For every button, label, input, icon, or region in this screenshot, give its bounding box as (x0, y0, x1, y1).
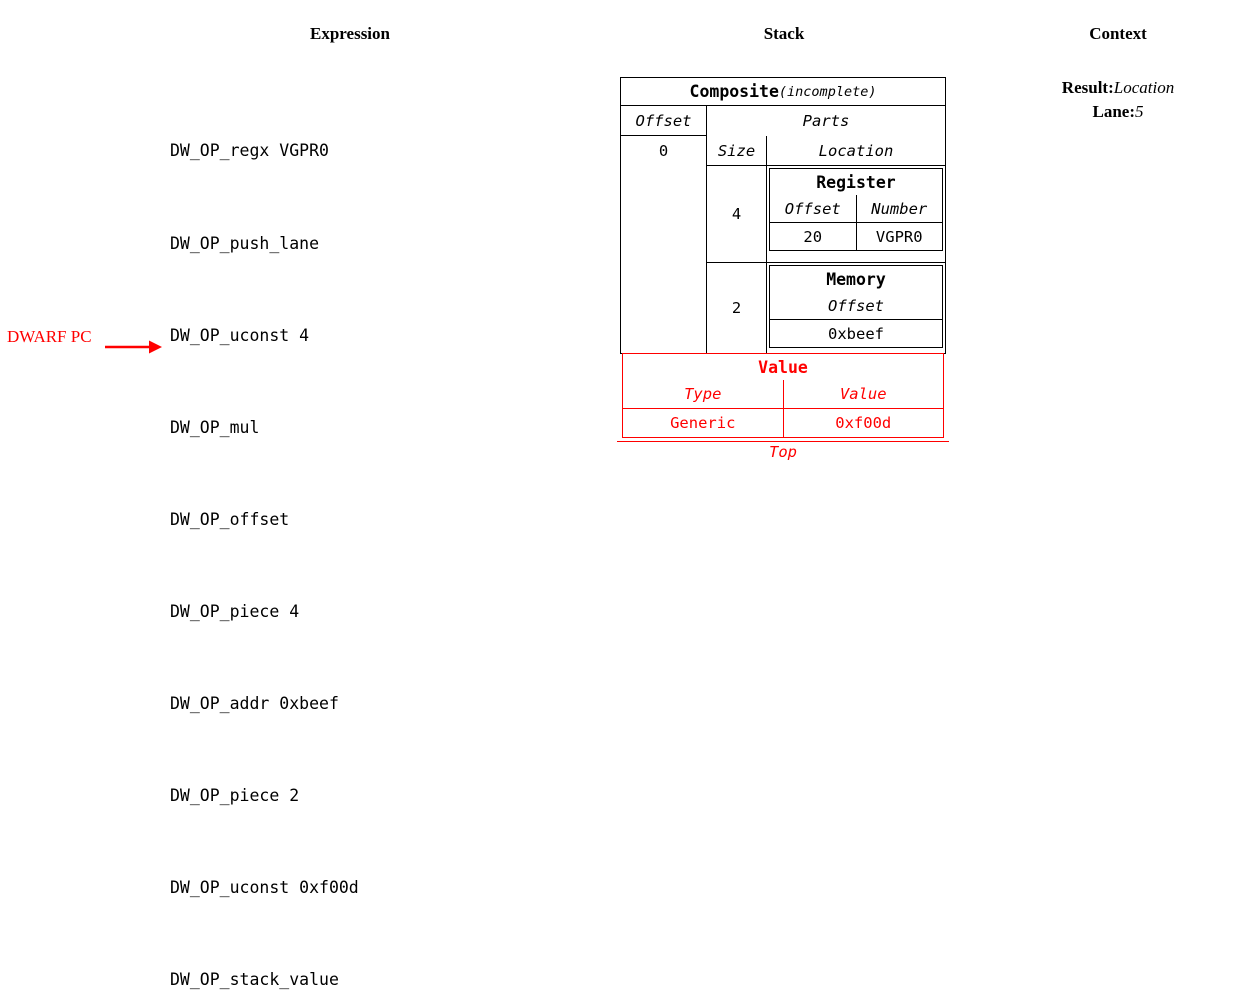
part-size-value: 4 (707, 166, 767, 262)
memory-offset-header: Offset (828, 296, 884, 315)
composite-title-note: (incomplete) (778, 83, 877, 100)
memory-location-box: Memory Offset 0xbeef (769, 265, 943, 348)
context-lane-key: Lane: (1092, 102, 1136, 121)
context-result-row: Result:Location (1018, 76, 1218, 100)
expression-line: DW_OP_offset (170, 509, 290, 529)
memory-offset-value: 0xbeef (828, 324, 884, 343)
expression-line: DW_OP_uconst 4 (170, 325, 310, 345)
register-title: Register (816, 172, 896, 192)
expression-line: DW_OP_regx VGPR0 (170, 141, 329, 161)
memory-header-row: Offset (770, 292, 942, 319)
dwarf-pc-label: DWARF PC (7, 327, 92, 346)
stack-composite-table: Composite(incomplete) Offset Parts 0 Siz… (620, 77, 946, 354)
page-title-stack: Stack (763, 24, 805, 43)
page-title-context: Context (1089, 24, 1147, 43)
context-result-key: Result: (1061, 78, 1114, 97)
context-lane-row: Lane:5 (1018, 100, 1218, 124)
value-type-value: Generic (623, 409, 784, 437)
composite-offset-value: 0 (621, 136, 707, 166)
expression-line: DW_OP_piece 4 (170, 601, 300, 621)
expression-line: DW_OP_mul (170, 417, 260, 437)
register-header-row: Offset Number (770, 195, 942, 222)
stack-top-rule (617, 441, 949, 442)
value-entry-data-row: Generic 0xf00d (623, 408, 943, 437)
part-size-value: 2 (707, 263, 767, 353)
dwarf-pc-arrow-icon (105, 340, 162, 354)
expression-line: DW_OP_piece 2 (170, 786, 300, 806)
expression-line: DW_OP_addr 0xbeef (170, 693, 339, 713)
composite-parts-header: Parts (802, 112, 850, 130)
value-value-value: 0xf00d (835, 414, 892, 432)
composite-header-row-1: Offset Parts (621, 106, 945, 136)
stack-value-entry: Value Type Value Generic 0xf00d (622, 353, 944, 438)
composite-part-row: 4 Register Offset Number 20 VGPR0 (707, 166, 945, 263)
stack-top-label: Top (769, 443, 797, 461)
register-number-value: VGPR0 (875, 227, 923, 246)
context-lane-value: 5 (1135, 102, 1144, 121)
expression-line: DW_OP_uconst 0xf00d (170, 878, 359, 898)
page-title-expression: Expression (310, 24, 390, 43)
expression-line: DW_OP_push_lane (170, 233, 320, 253)
parts-size-header: Size (707, 136, 767, 166)
expression-list: DW_OP_regx VGPR0 DW_OP_push_lane DW_OP_u… (170, 75, 359, 1000)
composite-title: Composite (689, 82, 779, 101)
register-location-box: Register Offset Number 20 VGPR0 (769, 168, 943, 251)
register-value-row: 20 VGPR0 (770, 222, 942, 250)
parts-location-header: Location (767, 136, 945, 166)
value-value-header: Value (839, 385, 887, 403)
context-result-value: Location (1113, 78, 1175, 97)
composite-title-row: Composite(incomplete) (621, 78, 945, 106)
composite-offset-header: Offset (621, 106, 707, 136)
memory-value-row: 0xbeef (770, 319, 942, 347)
register-offset-header: Offset (770, 195, 857, 222)
register-number-header: Number (871, 199, 928, 218)
memory-title: Memory (826, 269, 886, 289)
expression-line-current-pc: DW_OP_stack_value (170, 970, 339, 990)
value-entry-header-row: Type Value (623, 380, 943, 408)
part-location-cell: Memory Offset 0xbeef (767, 263, 945, 353)
value-entry-title: Value (758, 357, 808, 377)
value-type-header: Type (623, 380, 784, 408)
composite-header-row-2: 0 Size Location (621, 136, 945, 166)
context-panel: Result:Location Lane:5 (1018, 76, 1218, 124)
part-location-cell: Register Offset Number 20 VGPR0 (767, 166, 945, 262)
register-offset-value: 20 (770, 223, 857, 250)
composite-offset-filler (621, 166, 707, 353)
composite-part-row: 2 Memory Offset 0xbeef (707, 263, 945, 353)
composite-parts-body: 4 Register Offset Number 20 VGPR0 (621, 166, 945, 353)
